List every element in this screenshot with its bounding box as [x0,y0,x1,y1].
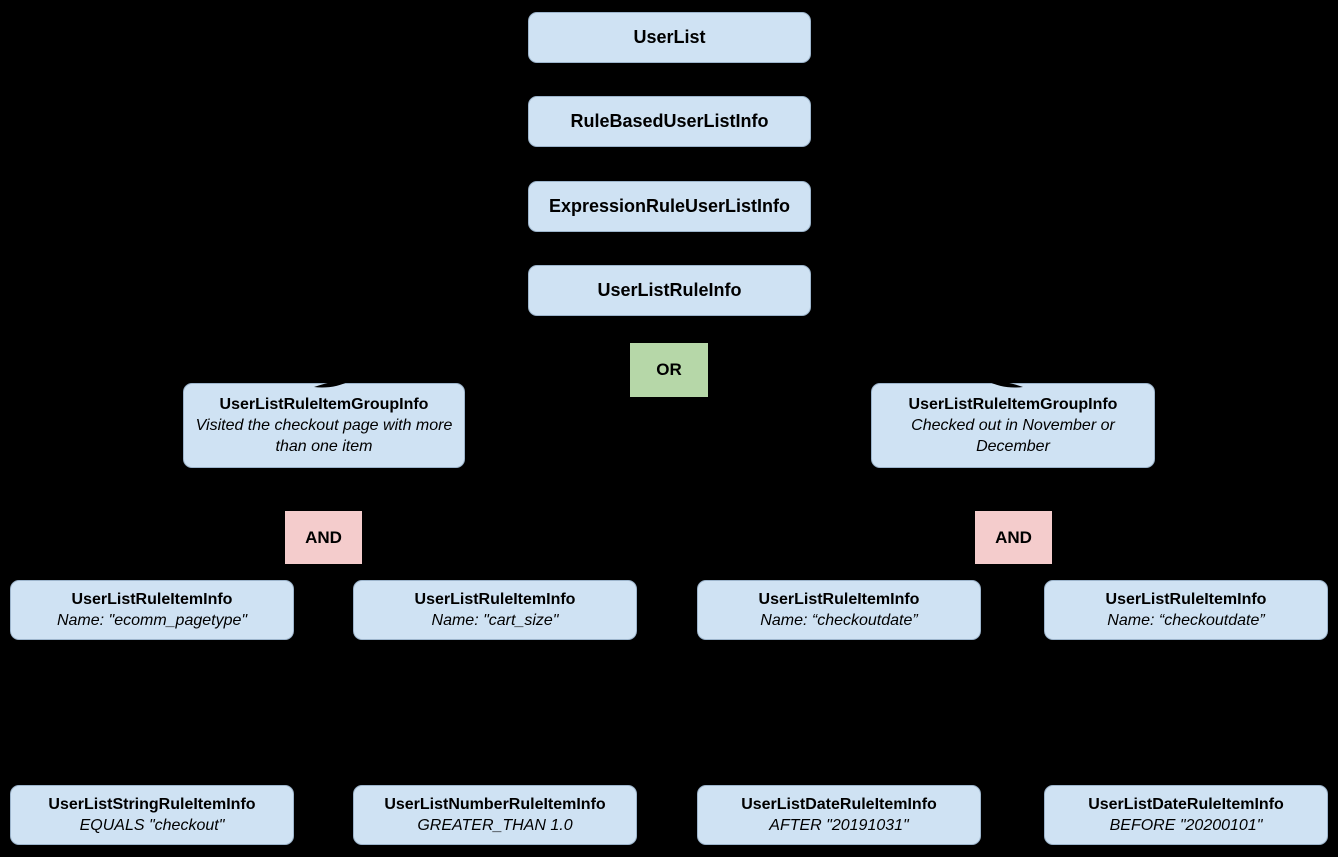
node-subtitle: EQUALS "checkout" [79,817,225,834]
node-ruleiteminfo-ecomm-pagetype: UserListRuleItemInfo Name: "ecomm_pagety… [10,580,294,640]
or-operator-node: OR [630,343,708,397]
node-ruleiteminfo-checkoutdate-2: UserListRuleItemInfo Name: “checkoutdate… [1044,580,1328,640]
node-subtitle: Name: "ecomm_pagetype" [56,612,248,629]
connector-arrowhead-icon [314,376,358,390]
node-subtitle: AFTER "20191031" [769,817,909,834]
node-stringruleiteminfo: UserListStringRuleItemInfo EQUALS "check… [10,785,294,845]
node-dateruleiteminfo-before: UserListDateRuleItemInfo BEFORE "2020010… [1044,785,1328,845]
node-subtitle: Name: “checkoutdate” [760,612,918,629]
node-ruleitemgroupinfo-left: UserListRuleItemGroupInfo Visited the ch… [183,383,465,468]
node-title: UserListRuleItemInfo [1105,591,1267,608]
node-title: UserListDateRuleItemInfo [1088,796,1284,813]
node-title: UserListStringRuleItemInfo [48,796,256,813]
node-subtitle: BEFORE "20200101" [1109,817,1263,834]
node-subtitle: Name: "cart_size" [431,612,559,629]
node-subtitle: Visited the checkout page with more than… [195,417,453,455]
node-title: UserListDateRuleItemInfo [741,796,937,813]
node-userlist: UserList [528,12,811,63]
node-ruleitemgroupinfo-right: UserListRuleItemGroupInfo Checked out in… [871,383,1155,468]
node-title: UserList [633,27,706,47]
node-expressionruleuserlistinfo: ExpressionRuleUserListInfo [528,181,811,232]
node-subtitle: Checked out in November or December [911,417,1115,455]
node-userlistruleinfo: UserListRuleInfo [528,265,811,316]
node-rulebaseduserlistinfo: RuleBasedUserListInfo [528,96,811,147]
node-numberruleiteminfo: UserListNumberRuleItemInfo GREATER_THAN … [353,785,637,845]
node-title: UserListNumberRuleItemInfo [384,796,606,813]
and-operator-node-right: AND [975,511,1052,564]
node-title: RuleBasedUserListInfo [570,111,769,131]
node-title: ExpressionRuleUserListInfo [548,196,791,216]
node-title: UserListRuleItemInfo [758,591,920,608]
node-title: UserListRuleInfo [597,280,742,300]
and-operator-node-left: AND [285,511,362,564]
node-title: UserListRuleItemInfo [414,591,576,608]
node-ruleiteminfo-cart-size: UserListRuleItemInfo Name: "cart_size" [353,580,637,640]
node-title: UserListRuleItemGroupInfo [219,396,429,413]
node-title: UserListRuleItemGroupInfo [908,396,1118,413]
connector-arrowhead-icon [979,376,1023,390]
node-subtitle: GREATER_THAN 1.0 [417,817,573,834]
node-subtitle: Name: “checkoutdate” [1107,612,1265,629]
node-dateruleiteminfo-after: UserListDateRuleItemInfo AFTER "20191031… [697,785,981,845]
node-title: UserListRuleItemInfo [71,591,233,608]
node-ruleiteminfo-checkoutdate-1: UserListRuleItemInfo Name: “checkoutdate… [697,580,981,640]
